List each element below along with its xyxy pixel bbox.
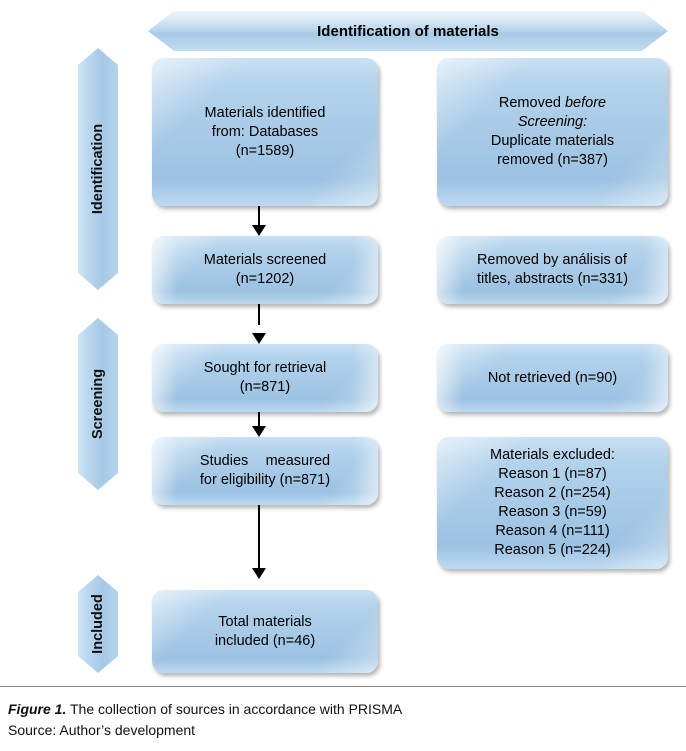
sought-line-2: (n=871) (239, 379, 291, 395)
box-eligibility-text: Studies measured for eligibility (n=871) (190, 452, 340, 490)
box-removed-by-analysis-text: Removed by análisis of titles, abstracts… (467, 251, 638, 289)
arrow-line-eligibility-to-total (258, 505, 260, 568)
removed-before-italic: before (564, 95, 607, 111)
caption-line-1: Figure 1. The collection of sources in a… (8, 699, 686, 720)
screened-line-1: Materials screened (203, 252, 327, 268)
identified-line-2: from: Databases (211, 123, 319, 140)
box-sought-for-retrieval-text: Sought for retrieval (n=871) (194, 359, 337, 397)
box-removed-before-screening-text: Removed before Screening: Duplicate mate… (481, 94, 624, 170)
identified-line-1: Materials identified (204, 104, 326, 121)
excluded-reason-4: Reason 4 (n=111) (495, 523, 610, 539)
box-studies-measured-for-eligibility: Studies measured for eligibility (n=871) (152, 437, 378, 505)
caption-figure-title: The collection of sources in accordance … (66, 701, 403, 717)
box-materials-excluded: Materials excluded: Reason 1 (n=87) Reas… (437, 437, 668, 569)
total-line-2: included (n=46) (214, 632, 316, 649)
phase-bar-included: Included (78, 575, 118, 673)
box-not-retrieved-text: Not retrieved (n=90) (487, 369, 618, 386)
prisma-flow-diagram: Identification of materials Identificati… (0, 0, 668, 673)
box-total-included-text: Total materials included (n=46) (205, 613, 325, 651)
arrow-head-eligibility-to-total (252, 568, 266, 579)
excluded-reason-5: Reason 5 (n=224) (494, 542, 611, 558)
box-total-materials-included: Total materials included (n=46) (152, 590, 378, 673)
arrow-head-screened-to-sought (252, 333, 266, 344)
total-line-1: Total materials (218, 613, 312, 630)
screened-line-2: (n=1202) (235, 271, 295, 287)
box-materials-excluded-text: Materials excluded: Reason 1 (n=87) Reas… (480, 446, 625, 560)
excluded-reason-1: Reason 1 (n=87) (498, 466, 607, 482)
arrow-line-identified-to-screened (258, 206, 260, 227)
removed-before-word: Removed (498, 95, 565, 111)
figure-caption: Figure 1. The collection of sources in a… (0, 686, 686, 751)
phase-bar-identification: Identification (78, 48, 118, 290)
analysis-line-2: titles, abstracts (n=331) (476, 271, 629, 287)
excluded-reason-3: Reason 3 (n=59) (498, 504, 607, 520)
box-materials-screened-text: Materials screened (n=1202) (194, 251, 337, 289)
identified-line-3: (n=1589) (235, 142, 295, 159)
arrow-head-identified-to-screened (252, 225, 266, 236)
removed-screening-italic: Screening: (517, 114, 588, 130)
eligibility-line-1: Studies measured (199, 453, 331, 469)
removed-line-4: removed (n=387) (497, 152, 608, 168)
removed-line-3: Duplicate materials (490, 133, 615, 149)
analysis-line-1: Removed by análisis of (476, 252, 627, 268)
caption-figure-label: Figure 1. (8, 701, 67, 717)
box-materials-screened: Materials screened (n=1202) (152, 236, 378, 304)
banner-identification-of-materials: Identification of materials (148, 11, 668, 51)
sought-line-1: Sought for retrieval (203, 360, 327, 376)
box-sought-for-retrieval: Sought for retrieval (n=871) (152, 344, 378, 412)
phase-bar-screening: Screening (78, 318, 118, 490)
box-removed-by-analysis: Removed by análisis of titles, abstracts… (437, 236, 668, 304)
box-removed-before-screening: Removed before Screening: Duplicate mate… (437, 58, 668, 206)
arrow-line-screened-to-sought (258, 304, 260, 325)
banner-title: Identification of materials (317, 22, 499, 40)
box-materials-identified-text: Materials identified from: Databases (n=… (195, 104, 336, 161)
caption-source: Source: Author’s development (8, 722, 196, 738)
excluded-reason-2: Reason 2 (n=254) (494, 485, 611, 501)
phase-label-identification: Identification (90, 123, 107, 215)
arrow-head-sought-to-eligibility (252, 426, 266, 437)
phase-label-included: Included (90, 594, 106, 654)
box-not-retrieved: Not retrieved (n=90) (437, 344, 668, 412)
arrow-line-sought-to-eligibility (258, 412, 260, 426)
excluded-title: Materials excluded: (490, 447, 615, 463)
phase-label-screening: Screening (90, 368, 107, 440)
box-materials-identified: Materials identified from: Databases (n=… (152, 58, 378, 206)
eligibility-line-2: for eligibility (n=871) (199, 472, 331, 488)
